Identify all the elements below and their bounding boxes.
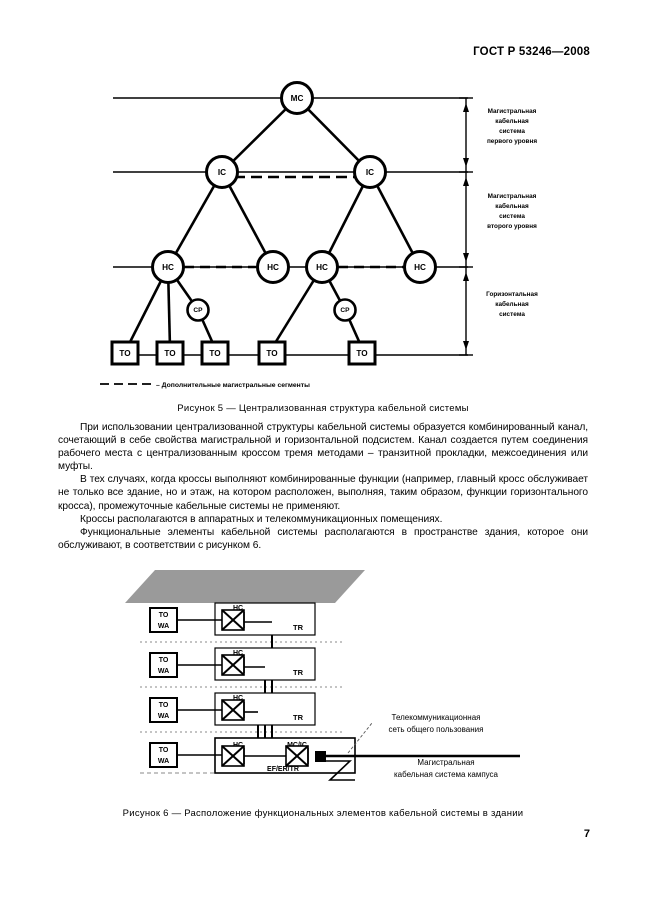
edge-mc-ic2 [296,97,371,173]
standard-header: ГОСТ Р 53246—2008 [473,46,590,58]
to-wa-box-3 [149,697,178,723]
to-wa-box-1 [149,607,178,633]
node-cp-1-label: CP [193,307,203,314]
floor-row-2: TO WA HC TR [149,647,316,681]
node-hc-3-label: HC [316,263,328,272]
figure-6-caption: Рисунок 6 — Расположение функциональных … [122,808,524,819]
paragraph-3: Кроссы располагаются в аппаратных и теле… [80,513,443,525]
node-to-1 [110,340,140,366]
figure-5-diagram: MC IC IC HC HC HC HC CP CP TO TO TO TO T… [0,70,646,400]
floor-separators [140,641,345,733]
figure-6-diagram: TO WA HC TR TO WA HC TR TO WA HC [0,565,646,805]
zone-label-horizontal: Горизонтальная кабельная система [486,291,538,318]
svg-text:система: система [499,311,525,318]
wa-label-2: WA [158,668,169,675]
to-label-2: TO [159,657,169,664]
node-ic-1 [205,155,239,189]
node-ic-2 [353,155,387,189]
tr-label-3: TR [293,713,304,722]
ef-er-tr-label: EF/ER/TR [267,766,299,773]
floor-row-1: TO WA HC TR [149,602,316,636]
node-to-4-label: TO [266,349,278,358]
node-hc-4 [403,250,437,284]
svg-text:Магистральная: Магистральная [488,108,537,115]
floor-row-3: TO WA HC TR [149,692,316,726]
to-label-1: TO [159,612,169,619]
node-cp-2 [333,298,357,322]
zone-label-backbone-2: Магистральная кабельная система второго … [487,193,537,230]
paragraph-2: В тех случаях, когда кроссы выполняют ко… [58,474,588,512]
node-mc [280,81,314,115]
edge-ic2-hc3 [320,171,372,268]
node-hc-2 [256,250,290,284]
node-to-3-label: TO [209,349,221,358]
public-network-leader [347,722,373,754]
zone-bracket-arrows [463,103,469,350]
page-number: 7 [583,828,590,840]
zone-label-backbone-1: Магистральная кабельная система первого … [487,108,537,145]
svg-text:система: система [499,213,525,220]
paragraph-4: Функциональные элементы кабельной систем… [58,526,588,551]
body-text-block: При использовании централизованной струк… [58,421,588,552]
to-wa-box-4 [149,742,178,768]
hc-label-3: HC [233,695,243,702]
node-to-2 [155,340,185,366]
hc-label-1: HC [233,605,243,612]
public-network-label-line2: сеть общего пользования [389,725,484,734]
node-hc-1-label: HC [162,263,174,272]
node-to-3 [200,340,230,366]
svg-text:первого уровня: первого уровня [487,138,537,145]
to-label-3: TO [159,702,169,709]
edge-ic1-hc2 [220,171,275,268]
node-to-4 [257,340,287,366]
node-hc-2-label: HC [267,263,279,272]
svg-text:Горизонтальная: Горизонтальная [486,291,538,298]
node-ic-2-label: IC [366,168,374,177]
campus-backbone-connector [326,760,355,781]
edge-ic2-hc4 [368,171,422,268]
svg-text:система: система [499,128,525,135]
node-cp-2-label: CP [340,307,350,314]
entrance-facility-block [315,751,326,762]
edge-ic1-hc1 [166,171,224,268]
wa-label-1: WA [158,623,169,630]
building-roof-slab [125,570,365,603]
node-hc-4-label: HC [414,263,426,272]
wa-label-3: WA [158,713,169,720]
figure-5-caption: Рисунок 5 — Централизованная структура к… [177,403,469,414]
svg-text:второго уровня: второго уровня [487,223,537,230]
svg-text:кабельная: кабельная [495,202,529,210]
node-to-1-label: TO [119,349,131,358]
node-hc-3 [305,250,339,284]
svg-text:кабельная: кабельная [495,117,529,125]
to-wa-box-2 [149,652,178,678]
to-label-4: TO [159,747,169,754]
public-network-label-line1: Телекоммуникационная [392,713,481,722]
node-to-5-label: TO [356,349,368,358]
zone-bracket-ticks [459,97,473,356]
floor-row-ground: TO WA HC MC/IC EF/ER/TR [149,737,356,774]
campus-backbone-label-line2: кабельная система кампуса [394,770,499,779]
tr-label-2: TR [293,668,304,677]
node-ic-1-label: IC [218,168,226,177]
node-to-2-label: TO [164,349,176,358]
tr-label-1: TR [293,623,304,632]
svg-text:кабельная: кабельная [495,300,529,308]
paragraph-1: При использовании централизованной струк… [58,422,588,473]
campus-backbone-label-line1: Магистральная [417,758,474,767]
node-to-5 [347,340,377,366]
node-cp-1 [186,298,210,322]
wa-label-4: WA [158,758,169,765]
node-hc-1 [151,250,185,284]
edge-mc-ic1 [221,97,298,173]
legend-text: – Дополнительные магистральные сегменты [156,382,310,389]
node-mc-label: MC [291,94,304,103]
hc-label-2: HC [233,650,243,657]
svg-text:Магистральная: Магистральная [488,193,537,200]
